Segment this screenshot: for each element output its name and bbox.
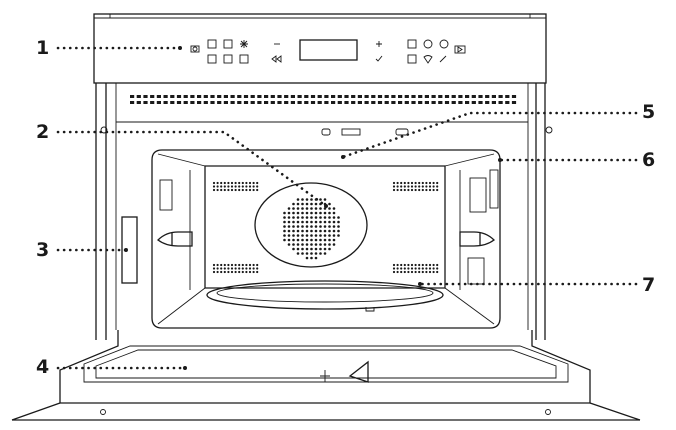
control-icons-left — [190, 39, 282, 64]
turntable — [206, 280, 444, 312]
left-rack-support — [157, 231, 193, 247]
callout-3: 3 — [36, 239, 50, 261]
display-window — [299, 39, 358, 61]
control-panel — [93, 13, 547, 84]
side-vent-dots — [212, 181, 439, 274]
ceiling-slots — [321, 128, 409, 136]
right-rack-support — [459, 231, 495, 247]
vent-grille — [130, 95, 517, 104]
door — [11, 330, 641, 421]
oven-frame — [95, 83, 553, 340]
back-wall-perforation — [283, 198, 340, 260]
callout-4: 4 — [36, 356, 50, 378]
right-side-features — [467, 169, 499, 285]
callout-5: 5 — [642, 101, 656, 123]
callout-1: 1 — [36, 37, 50, 59]
left-side-features — [159, 179, 173, 211]
callout-2: 2 — [36, 121, 50, 143]
callout-7: 7 — [642, 274, 656, 296]
oven-cavity — [151, 149, 501, 329]
leader-lines — [56, 46, 638, 370]
back-wall-cover — [254, 182, 368, 268]
rating-plate — [121, 216, 138, 284]
control-icons-right — [375, 39, 466, 64]
callout-6: 6 — [642, 149, 656, 171]
